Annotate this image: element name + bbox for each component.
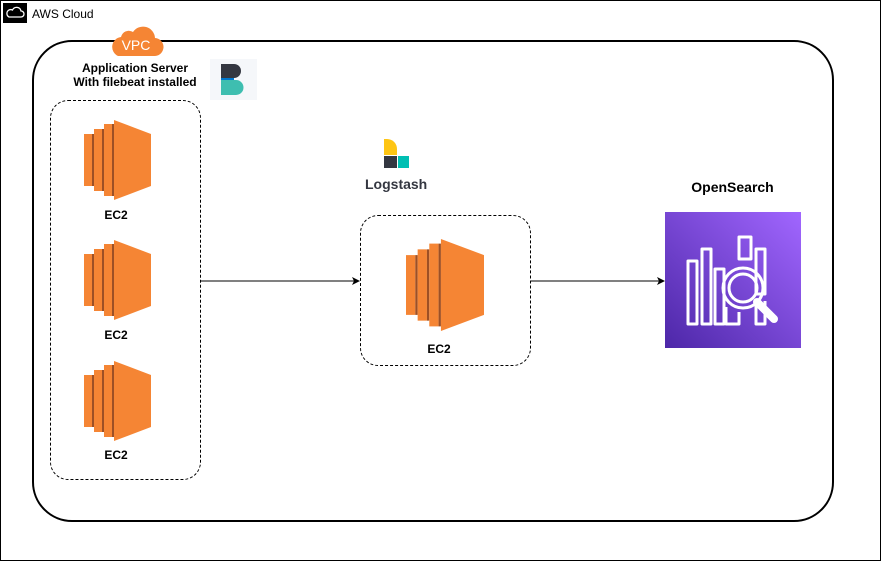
- ec2-instance-icon-1: [84, 120, 151, 200]
- opensearch-service-icon: [665, 212, 801, 348]
- logstash-label: Logstash: [365, 176, 428, 192]
- filebeat-logo-icon: [210, 59, 257, 100]
- ec2-instance-icon-3: [84, 361, 151, 441]
- ec2-label-1: EC2: [104, 208, 128, 222]
- app-server-title-line2: With filebeat installed: [73, 75, 197, 89]
- logstash-group: [360, 215, 531, 366]
- ec2-label-logstash: EC2: [427, 342, 451, 356]
- vpc-boundary: [32, 40, 834, 522]
- cloud-icon: [3, 3, 27, 23]
- vpc-cloud-icon: VPC: [112, 26, 164, 57]
- arrowhead-logstash: [352, 277, 360, 285]
- ec2-instance-icon-logstash: [406, 239, 484, 331]
- opensearch-label: OpenSearch: [691, 179, 774, 195]
- app-server-title: Application Server With filebeat install…: [60, 61, 210, 89]
- logstash-logo-icon: [384, 139, 409, 168]
- ec2-label-2: EC2: [104, 328, 128, 342]
- app-server-title-line1: Application Server: [81, 61, 189, 75]
- ec2-instance-icon-2: [84, 240, 151, 320]
- vpc-badge-text: VPC: [122, 37, 151, 53]
- app-server-group: [50, 100, 201, 480]
- aws-cloud-label: AWS Cloud: [32, 7, 94, 21]
- ec2-label-3: EC2: [104, 448, 128, 462]
- arrowhead-opensearch: [657, 277, 665, 285]
